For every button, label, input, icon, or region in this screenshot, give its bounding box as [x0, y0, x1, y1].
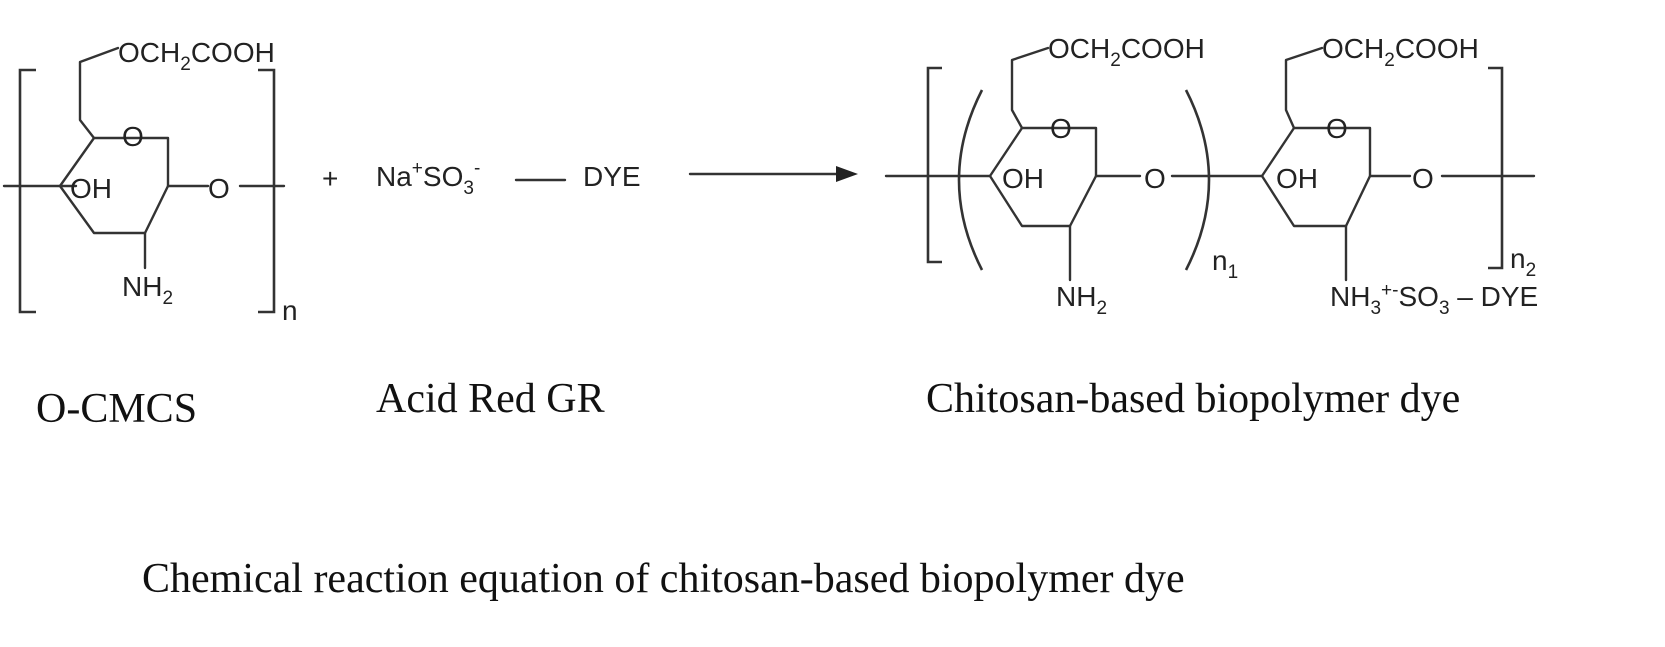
- unit1-hydroxyl-label: OH: [1002, 163, 1044, 194]
- unit2-repeat-label: n2: [1510, 243, 1536, 281]
- right-bracket: [258, 68, 276, 314]
- unit2-hydroxyl-label: OH: [1276, 163, 1318, 194]
- plus-sign: +: [322, 163, 338, 194]
- o-cmcs-label: O-CMCS: [36, 386, 197, 432]
- ch2-bond: [78, 46, 120, 140]
- reactant-acid-red-gr: Na+SO3- DYE Acid Red GR: [376, 158, 641, 422]
- ring-bonds: [58, 136, 170, 235]
- unit1-amine-label: NH2: [1056, 281, 1107, 319]
- unit1-glycosidic-oxygen-label: O: [1144, 163, 1166, 194]
- unit1-ring-oxygen-label: O: [1050, 113, 1072, 144]
- sulfonate-formula: Na+SO3-: [376, 158, 480, 199]
- reaction-arrow: [688, 166, 858, 182]
- left-bracket: [18, 68, 36, 314]
- unit2-ch2-bond: [1284, 46, 1324, 130]
- unit1-right-paren: [1184, 89, 1211, 271]
- unit2-carboxymethyl-label: OCH2COOH: [1322, 33, 1479, 71]
- unit1-ch2-bond: [1010, 46, 1050, 130]
- product-right-bracket: [1488, 66, 1504, 270]
- reactant-o-cmcs: OCH2COOH O OH O NH2 n O-CMCS: [2, 37, 298, 432]
- unit2-ammonium-dye-label: NH3+-SO3 – DYE: [1330, 280, 1538, 319]
- product-biopolymer-dye: OCH2COOH O OH O NH2 n1 OCH2COOH O OH O N…: [884, 33, 1538, 422]
- amine-label: NH2: [122, 271, 173, 309]
- unit2-ring-bonds: [1260, 126, 1372, 228]
- unit1-repeat-label: n1: [1212, 245, 1238, 283]
- carboxymethyl-group-label: OCH2COOH: [118, 37, 275, 75]
- unit1-carboxymethyl-label: OCH2COOH: [1048, 33, 1205, 71]
- unit2-ring-oxygen-label: O: [1326, 113, 1348, 144]
- unit2-glycosidic-oxygen-label: O: [1412, 163, 1434, 194]
- glycosidic-oxygen-label: O: [208, 173, 230, 204]
- product-name-label: Chitosan-based biopolymer dye: [926, 376, 1460, 422]
- acid-red-gr-label: Acid Red GR: [376, 376, 605, 422]
- ring-oxygen-label: O: [122, 121, 144, 152]
- repeat-n-label: n: [282, 295, 298, 326]
- hydroxyl-label: OH: [70, 173, 112, 204]
- unit1-left-paren: [957, 89, 984, 271]
- figure-caption: Chemical reaction equation of chitosan-b…: [142, 556, 1185, 602]
- unit1-ring-bonds: [988, 126, 1098, 228]
- dye-label: DYE: [583, 161, 641, 192]
- product-left-bracket: [926, 66, 942, 264]
